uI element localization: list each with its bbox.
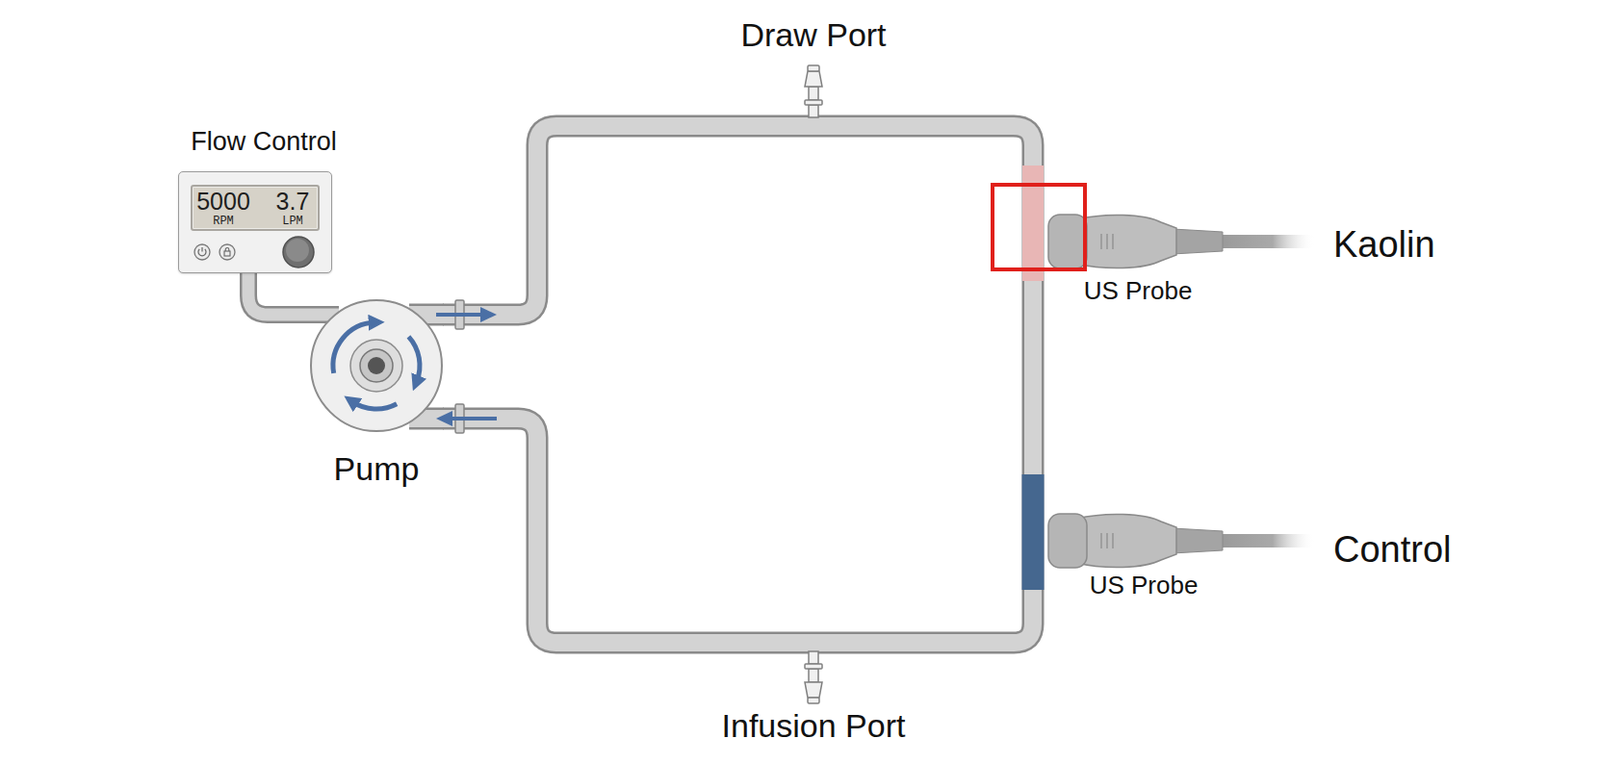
flow-tube [442, 126, 814, 315]
probe-body [1076, 514, 1177, 568]
us-probe-shape [1047, 210, 1316, 273]
us-probe-label: US Probe [1083, 277, 1193, 307]
probe-grip [1106, 533, 1108, 549]
probe-tip [1048, 214, 1087, 269]
probe-neck [1172, 528, 1223, 554]
kaolin-band [1022, 165, 1044, 282]
flow-tube [813, 126, 1033, 644]
sample-label: Kaolin [1333, 224, 1436, 267]
port-stem [808, 86, 819, 101]
flow-tube [442, 418, 814, 644]
us-probe-shape [1047, 510, 1316, 572]
probe-grip [1106, 233, 1108, 250]
pump-head: Pump [309, 299, 443, 433]
tube-outlines [248, 126, 1033, 644]
pump-axle [367, 357, 386, 375]
port-tip [807, 65, 820, 72]
pump-head-label: Pump [334, 450, 420, 489]
probe-neck [1172, 229, 1223, 255]
probe-tip [1048, 514, 1087, 568]
probe-grip [1111, 233, 1113, 250]
pump-rotor [350, 339, 403, 392]
draw-port-label: Draw Port [740, 16, 886, 54]
probe-grip [1100, 533, 1102, 549]
tube-outline [813, 126, 1033, 644]
port-tip [807, 697, 820, 704]
us-probe: US Probe [1047, 510, 1316, 572]
port-stem [808, 104, 819, 118]
pump-head-shape [309, 299, 443, 433]
tubes [248, 126, 1033, 644]
probe-cable [1220, 234, 1316, 249]
flow-controller-label: Flow Control [190, 127, 337, 157]
pump-hub [360, 349, 393, 383]
control-cable [248, 273, 310, 315]
flow-arrow-shaft [450, 416, 497, 421]
draw-port: Draw Port [799, 65, 828, 127]
probe-body [1076, 214, 1177, 268]
control-band [1022, 474, 1045, 591]
infusion-port: Infusion Port [799, 643, 828, 704]
rotation-arrow [408, 336, 420, 383]
flow-arrow-head [436, 411, 453, 427]
rpm-unit: RPM [212, 215, 234, 230]
infusion-port-label: Infusion Port [722, 707, 906, 746]
draw-port-shape [799, 65, 828, 127]
rpm-value: 5000 [196, 187, 251, 216]
tube-outline [442, 126, 814, 315]
probe-grip [1100, 233, 1102, 250]
flow-arrow-head [480, 307, 497, 323]
flow-arrow-shaft [436, 312, 483, 317]
lpm-unit: LPM [282, 215, 304, 230]
port-barb [804, 71, 823, 87]
port-barb [804, 682, 823, 698]
port-collar [804, 100, 823, 105]
us-probe-label: US Probe [1089, 571, 1199, 601]
tube-outline [248, 273, 310, 315]
rotation-arrow [352, 401, 397, 410]
us-probe: US Probe [1047, 210, 1316, 273]
lpm-value: 3.7 [276, 187, 310, 216]
port-fitting [804, 651, 823, 704]
rotation-arrow [333, 322, 375, 374]
port-stem [808, 651, 819, 665]
lcd-display: 5000RPM 3.7LPM [190, 184, 320, 232]
flow-controller: Flow Control5000RPM3.7LPM [178, 171, 333, 274]
port-stem [808, 669, 819, 683]
infusion-port-shape [799, 643, 828, 704]
probe-cable [1220, 534, 1316, 548]
port-collar [804, 664, 823, 670]
tube-outline [442, 418, 814, 644]
pump-housing [310, 300, 442, 432]
port-fitting [804, 65, 823, 118]
sample-label: Control [1333, 529, 1452, 572]
probe-grip [1111, 533, 1113, 549]
